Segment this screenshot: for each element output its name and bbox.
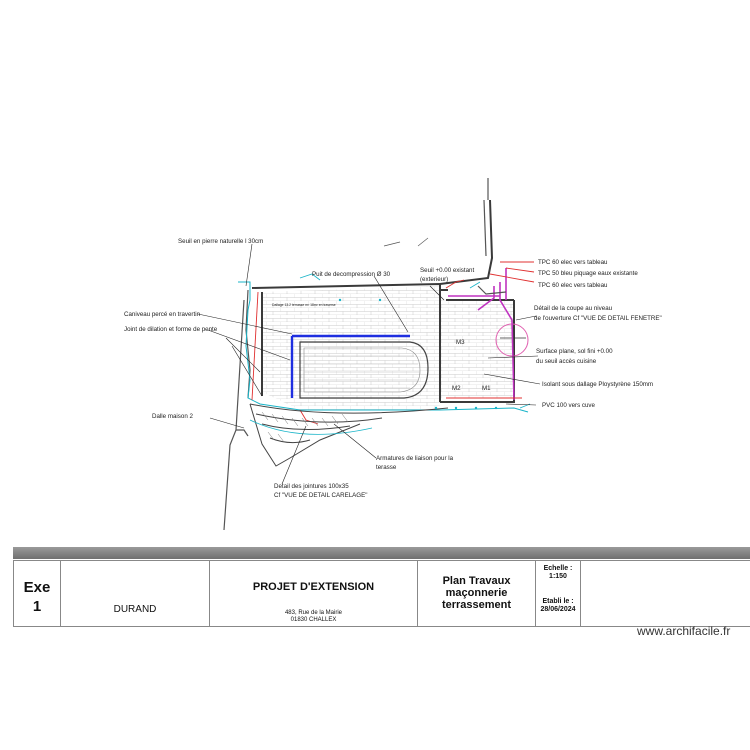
plan-title-cell: Plan Travaux maçonnerie terrassement <box>417 561 535 626</box>
watermark-text: www.archifacile.fr <box>637 624 731 638</box>
left-house-walls <box>223 289 251 531</box>
project-cell: PROJET D'EXTENSION 483, Rue de la Mairie… <box>209 561 417 626</box>
label-m3: M3 <box>456 339 465 346</box>
step-hatching <box>261 411 349 443</box>
label-surface-2: du seuil accès cuisine <box>536 358 597 365</box>
sheet-cell: Exe 1 <box>13 561 60 626</box>
label-seuil-pierre: Seuil en pierre naturelle l 30cm <box>178 238 263 245</box>
empty-cell <box>580 561 750 626</box>
label-m2: M2 <box>452 385 461 392</box>
date-label: Etabli le : <box>542 598 574 605</box>
label-puit: Puit de decompression Ø 30 <box>312 271 391 278</box>
label-detail-joint-2: Cf "VUE DE DETAIL CARELAGE" <box>274 492 367 499</box>
curved-steps <box>249 403 449 467</box>
label-tpc-elec-1: TPC 60 elec vers tableau <box>538 259 608 266</box>
scale-label: Echelle : <box>543 565 573 572</box>
masonry-plan-drawing: Seuil en pierre naturelle l 30cm Puit de… <box>124 178 662 531</box>
red-lines <box>251 261 535 425</box>
address-line-1: 483, Rue de la Mairie <box>284 610 343 616</box>
cyan-perimeter <box>238 281 529 413</box>
client-cell: DURAND <box>60 561 209 626</box>
label-detail-coupe-2: de l'ouverture Cf "VUE DE DETAIL FENETRE… <box>534 315 662 322</box>
title-block-band <box>13 547 750 559</box>
title-block: Exe 1 DURAND PROJET D'EXTENSION 483, Rue… <box>13 560 750 627</box>
client-name: DURAND <box>113 604 157 615</box>
leader-lines <box>197 243 541 485</box>
date-value: 28/06/2024 <box>540 606 576 613</box>
sheet-number: 1 <box>32 598 42 615</box>
label-armatures: Armatures de liaison pour la <box>376 455 454 462</box>
plan-title-1: Plan Travaux <box>442 575 511 587</box>
label-dalle: Dalle maison 2 <box>152 413 193 420</box>
interior-tiled-area <box>440 300 515 398</box>
label-isolant: Isolant sous dallage Ploystyrène 150mm <box>542 381 653 388</box>
scale-date-cell: Echelle : 1:150 Etabli le : 28/06/2024 <box>535 561 580 626</box>
label-tpc-elec-2: TPC 60 elec vers tableau <box>538 282 608 289</box>
label-surface: Surface plane, sol fini +0.00 <box>536 348 613 355</box>
label-tpc-bleu: TPC 50 bleu piquage eaux existante <box>538 270 638 277</box>
house-roof-wall <box>477 178 507 295</box>
project-title: PROJET D'EXTENSION <box>252 581 375 593</box>
label-detail-joint: Detail des jointures 100x35 <box>274 483 349 490</box>
label-pvc: PVC 100 vers cuve <box>542 402 596 409</box>
sheet-code: Exe <box>23 579 51 596</box>
label-detail-coupe: Détail de la coupe au niveau <box>534 305 613 312</box>
label-seuil-existant: Seuil +0.00 existant <box>420 267 474 274</box>
plan-title-3: terrassement <box>441 599 512 611</box>
exterior-walls <box>251 199 515 403</box>
label-armatures-2: terasse <box>376 464 397 471</box>
cyan-steps-edge <box>249 419 373 435</box>
magenta-conduits <box>448 268 515 401</box>
label-joint: Joint de dilation et forme de pente <box>124 326 218 333</box>
scale-value: 1:150 <box>549 573 567 580</box>
address-line-2: 01830 CHALLEX <box>290 617 337 623</box>
plan-title-2: maçonnerie <box>445 587 508 599</box>
label-tiny-note: Dallage 13.2 terrasse m² 18m² en travers… <box>272 303 336 307</box>
label-m1: M1 <box>482 385 491 392</box>
drainage-channel <box>290 334 410 398</box>
label-seuil-existant-2: (exterieur) <box>420 276 448 283</box>
label-caniveau: Caniveau percé en travertin <box>124 311 201 318</box>
